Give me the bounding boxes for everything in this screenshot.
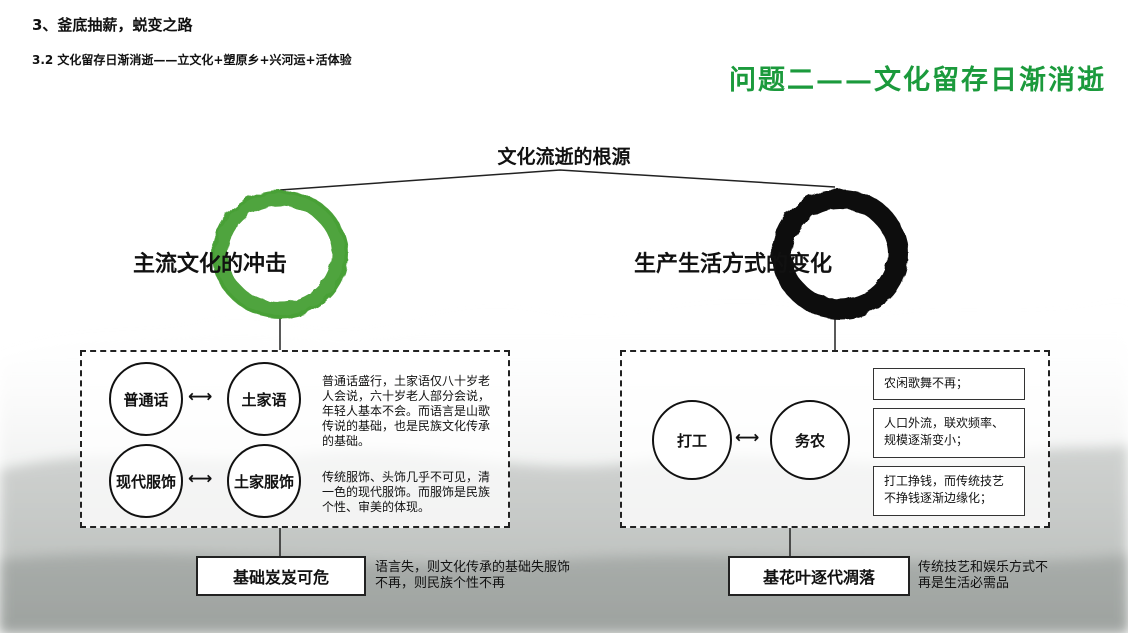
left-result-box: 基础岌岌可危 (196, 556, 366, 596)
double-arrow-icon: ⟷ (188, 387, 213, 407)
node-tujia-clothing: 土家服饰 (227, 444, 301, 518)
black-ink-ring (772, 189, 908, 319)
node-migrant-work: 打工 (652, 400, 732, 480)
subsection-heading: 3.2 文化留存日渐消逝——立文化+塑原乡+兴河运+活体验 (32, 53, 352, 67)
node-farming: 务农 (770, 400, 850, 480)
double-arrow-icon: ⟷ (188, 469, 213, 489)
green-ink-ring (212, 190, 348, 318)
language-description: 普通话盛行，土家语仅八十岁老人会说，六十岁老人部分会说，年轻人基本不会。而语言是… (322, 374, 491, 448)
page-title: 问题二——文化留存日渐消逝 (729, 65, 1106, 96)
left-detail-box: 普通话 ⟷ 土家语 普通话盛行，土家语仅八十岁老人会说，六十岁老人部分会说，年轻… (80, 350, 510, 528)
left-branch-title: 主流文化的冲击 (133, 252, 288, 277)
left-result-note: 语言失，则文化传承的基础失服饰不再，则民族个性不再 (375, 560, 571, 591)
right-result-note: 传统技艺和娱乐方式不再是生活必需品 (918, 560, 1049, 591)
impact-box-2: 人口外流，联欢频率、规模逐渐变小； (873, 408, 1025, 458)
node-tujia-language: 土家语 (227, 362, 301, 436)
right-branch-title: 生产生活方式的变化 (634, 252, 833, 277)
right-result-box: 基花叶逐代凋落 (728, 556, 910, 596)
root-label: 文化流逝的根源 (497, 146, 631, 168)
node-mandarin: 普通话 (109, 362, 183, 436)
right-detail-box: 打工 ⟷ 务农 农闲歌舞不再； 人口外流，联欢频率、规模逐渐变小； 打工挣钱，而… (620, 350, 1050, 528)
double-arrow-icon: ⟷ (735, 428, 760, 448)
impact-box-3: 打工挣钱，而传统技艺不挣钱逐渐边缘化； (873, 466, 1025, 516)
impact-box-1: 农闲歌舞不再； (873, 368, 1025, 400)
section-heading: 3、釜底抽薪，蜕变之路 (32, 16, 193, 34)
clothing-description: 传统服饰、头饰几乎不可见，清一色的现代服饰。而服饰是民族个性、审美的体现。 (322, 470, 491, 514)
node-modern-clothing: 现代服饰 (109, 444, 183, 518)
